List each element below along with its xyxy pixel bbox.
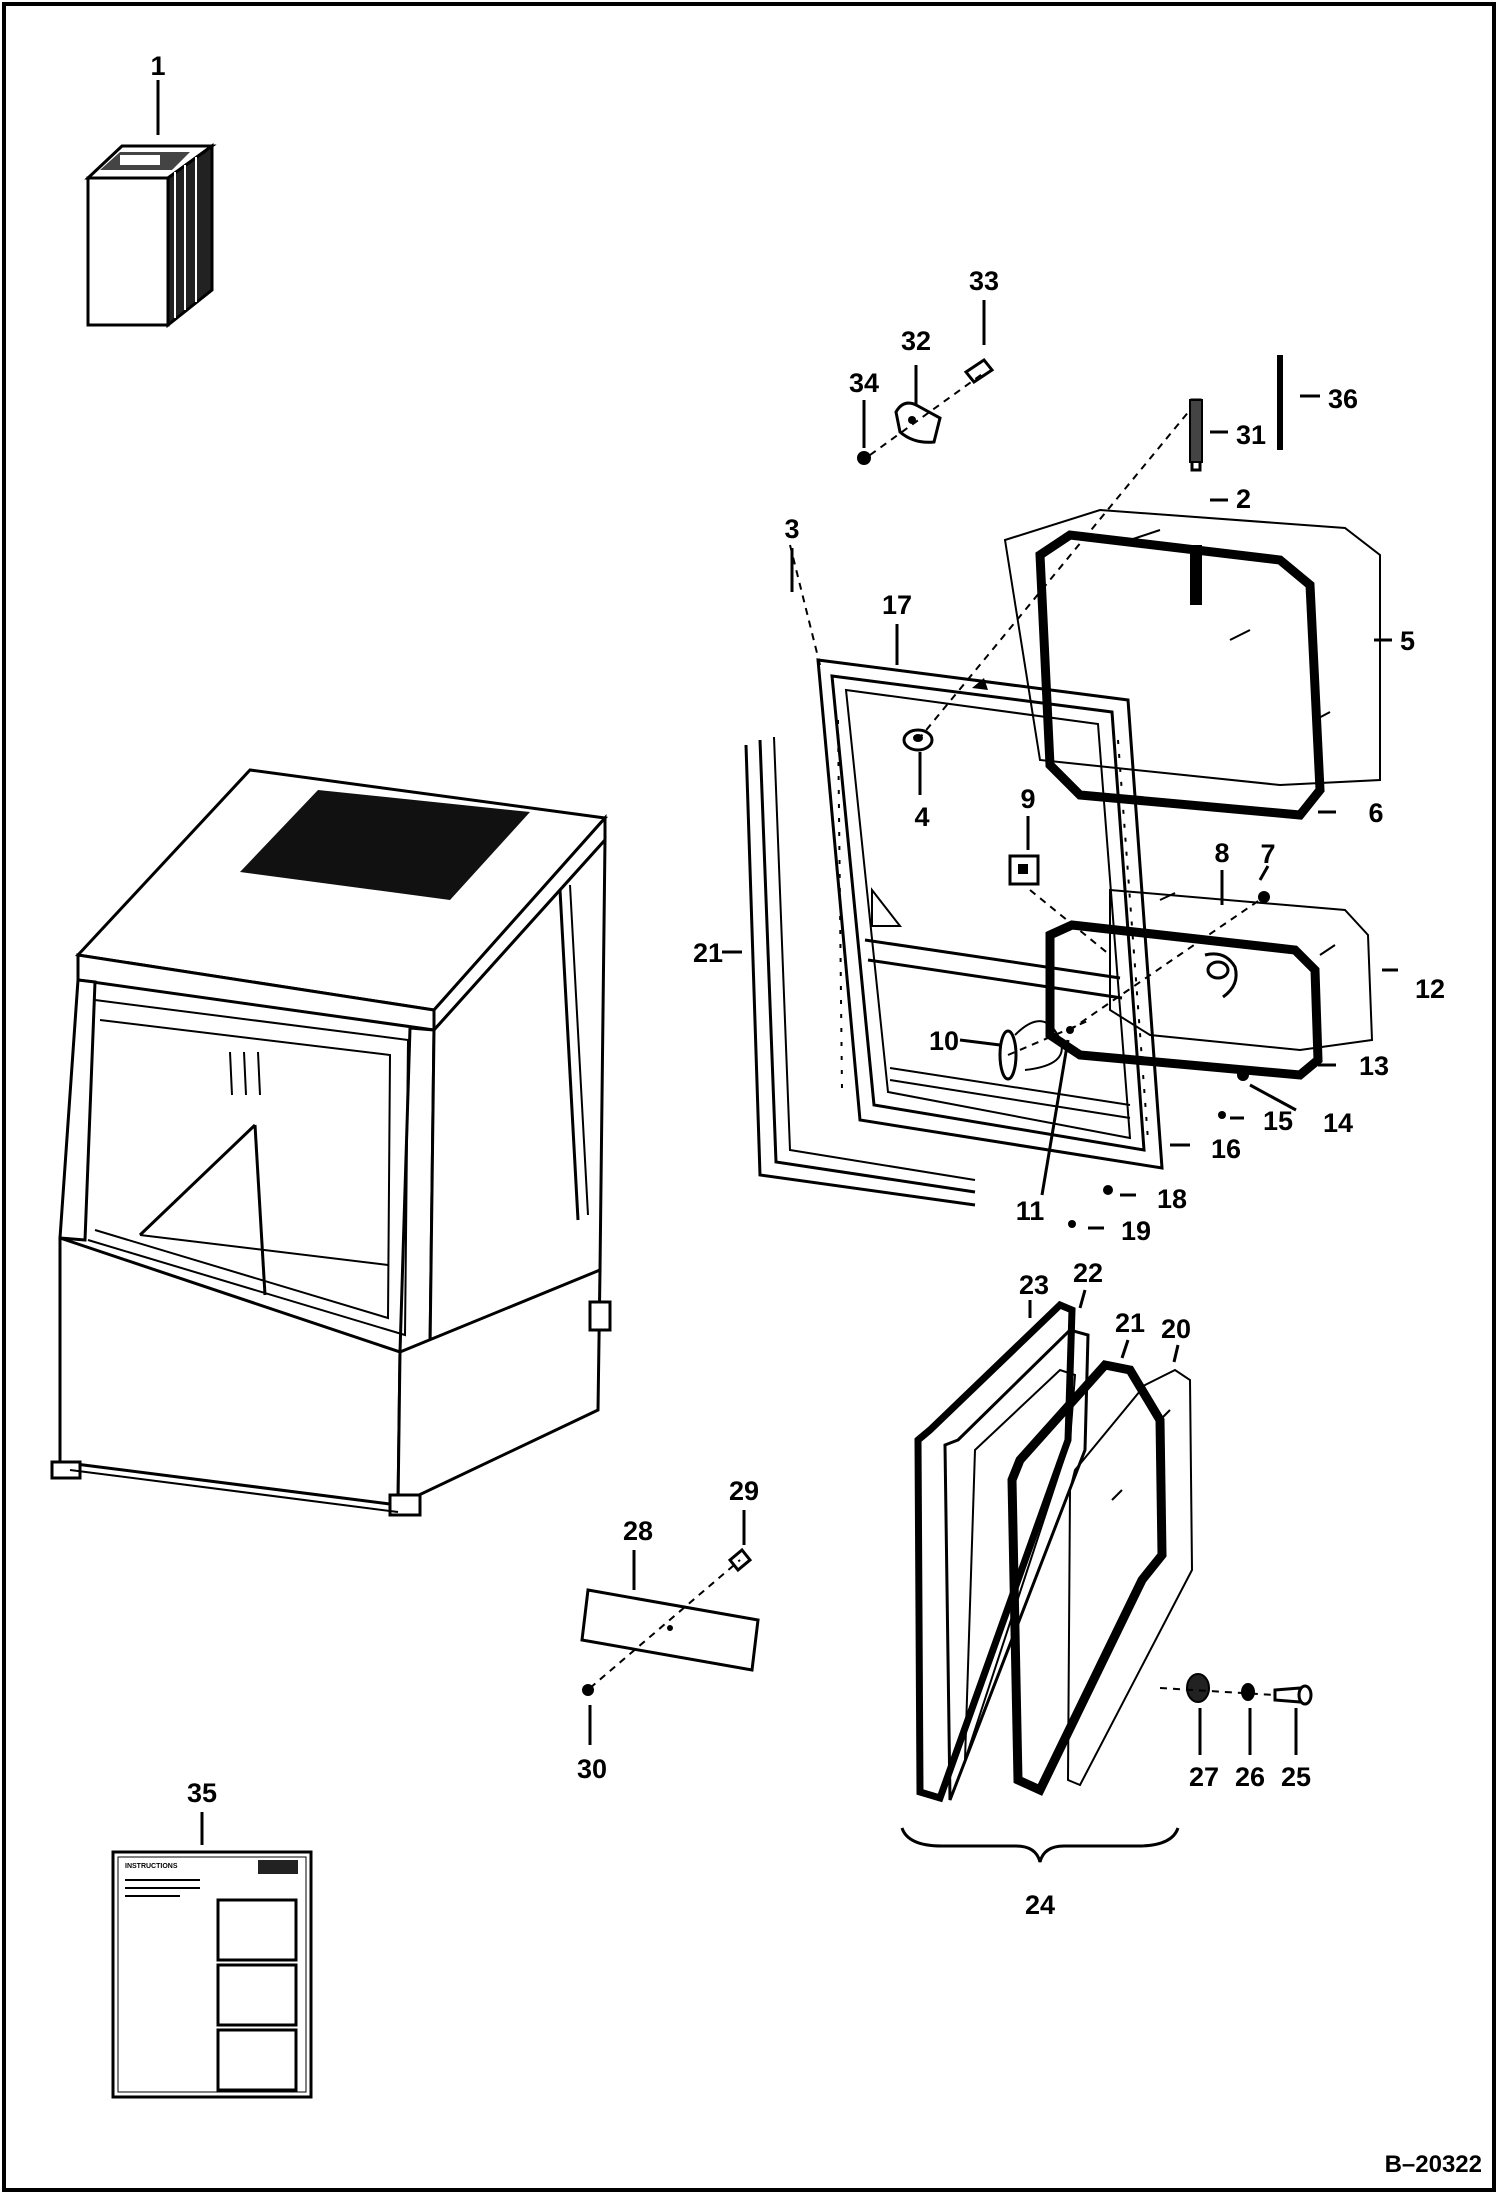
part-20-window-glass	[1066, 1368, 1194, 1787]
callout-2: 2	[1236, 484, 1251, 514]
part-34-nut	[857, 451, 871, 465]
callout-24: 24	[1025, 1890, 1055, 1920]
part-9-latch-plate	[1008, 854, 1040, 886]
callout-6: 6	[1368, 798, 1383, 828]
part-14-fastener	[1237, 1069, 1249, 1081]
callout-16: 16	[1211, 1134, 1241, 1164]
part-8-latch-bracket	[1204, 952, 1238, 999]
callout-32: 32	[901, 326, 931, 356]
callout-19: 19	[1121, 1216, 1151, 1246]
part-26-washer	[1241, 1683, 1255, 1701]
callout-18: 18	[1157, 1184, 1187, 1214]
callout-35: 35	[187, 1778, 217, 1808]
decal-title: INSTRUCTIONS	[125, 1863, 178, 1870]
callout-7: 7	[1260, 839, 1275, 869]
part-33-bolt	[963, 357, 995, 385]
callout-9: 9	[1020, 784, 1035, 814]
callout-5: 5	[1400, 626, 1415, 656]
callout-17: 17	[882, 590, 912, 620]
part-21-window-seal	[1007, 1360, 1167, 1796]
callout-1: 1	[150, 51, 165, 81]
assembly-lines-upper	[789, 371, 1265, 1056]
callout-21-window-seal: 21	[1115, 1308, 1145, 1338]
cab-body	[50, 768, 612, 1517]
part-21-seal-strip	[744, 736, 976, 1207]
callout-14: 14	[1323, 1108, 1353, 1138]
part-35-instruction-decal: INSTRUCTIONS	[111, 1850, 313, 2099]
callout-13: 13	[1359, 1051, 1389, 1081]
callout-8: 8	[1214, 838, 1229, 868]
assembly-line-plate	[589, 1559, 741, 1689]
drawing-number: B–20322	[1385, 2151, 1482, 2178]
part-32-hinge	[894, 401, 942, 444]
part-31-pin	[1189, 399, 1203, 463]
part-15-washer	[1218, 1111, 1226, 1119]
callout-21-seal-strip: 21	[693, 938, 723, 968]
callout-20: 20	[1161, 1314, 1191, 1344]
callout-11: 11	[1016, 1196, 1045, 1226]
callout-30: 30	[577, 1754, 607, 1784]
callout-15: 15	[1263, 1106, 1293, 1136]
callout-34: 34	[849, 368, 879, 398]
part-27-nut	[1186, 1673, 1210, 1703]
callout-4: 4	[914, 802, 929, 832]
part-12-lower-glass	[1109, 888, 1374, 1052]
callout-26: 26	[1235, 1762, 1265, 1792]
callout-29: 29	[729, 1476, 759, 1506]
part-1-kit-box	[84, 143, 217, 329]
callout-10: 10	[929, 1026, 959, 1056]
leader-lines	[156, 80, 1398, 1863]
callout-33: 33	[969, 266, 999, 296]
callout-23: 23	[1019, 1270, 1049, 1300]
part-25-bolt	[1273, 1684, 1313, 1706]
assembly-line-window-hardware	[1159, 1687, 1276, 1696]
callout-3: 3	[784, 514, 799, 544]
part-19-washer	[1068, 1220, 1076, 1228]
callout-25: 25	[1281, 1762, 1311, 1792]
callout-31: 31	[1236, 420, 1266, 450]
callout-28: 28	[623, 1516, 653, 1546]
callout-36: 36	[1328, 384, 1358, 414]
callout-labels: 1 2 3 4 5 6 7 8 9 10 11 12 13 14 15 16 1…	[150, 51, 1445, 1920]
part-18-nut	[1103, 1185, 1113, 1195]
callout-12: 12	[1415, 974, 1445, 1004]
part-23-outer-seal	[914, 1300, 1076, 1803]
callout-27: 27	[1189, 1762, 1219, 1792]
part-6-upper-seal	[1035, 530, 1325, 820]
part-28-plate	[580, 1588, 760, 1672]
callout-22: 22	[1073, 1258, 1103, 1288]
